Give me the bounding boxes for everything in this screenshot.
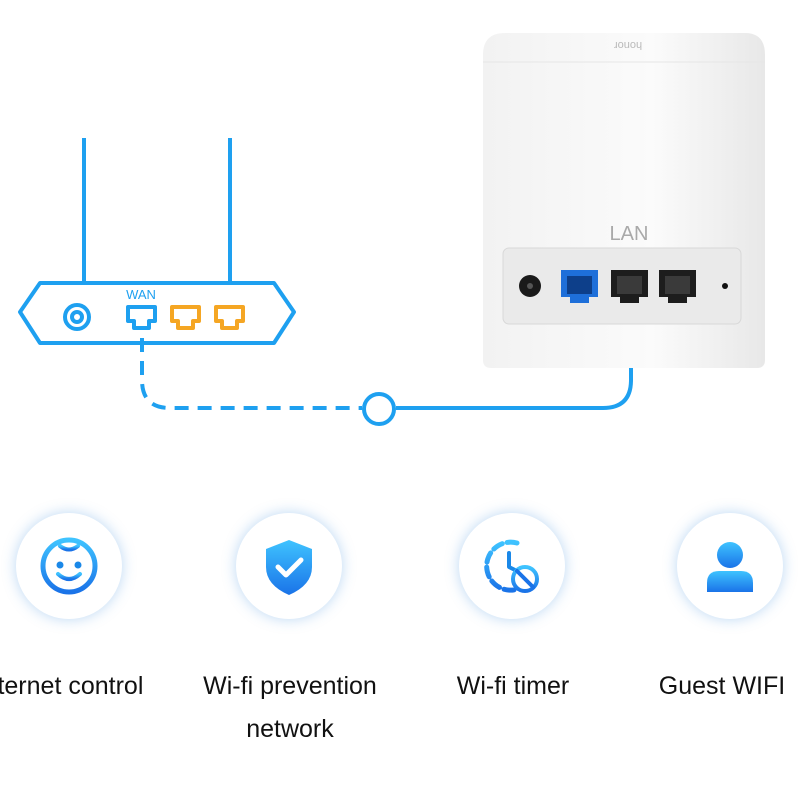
feature-icon-circle — [16, 513, 122, 619]
cable-dashed-segment — [140, 338, 362, 410]
reset-pinhole — [722, 283, 728, 289]
ethernet-cable — [140, 310, 633, 426]
router-wan-port — [126, 305, 157, 330]
timer-block-icon — [484, 539, 539, 593]
feature-label: Wi-fi timer — [456, 672, 570, 700]
router-illustration — [18, 138, 296, 345]
router-lan-port-2 — [214, 305, 245, 330]
feature-icon-circle — [677, 513, 783, 619]
cable-connector-ring — [362, 392, 396, 426]
cable-solid-segment — [396, 310, 633, 410]
feature-label: Guest WIFI — [658, 672, 786, 700]
shield-check-icon — [266, 540, 312, 595]
guest-user-icon — [707, 542, 753, 592]
lan-label: LAN — [610, 223, 649, 245]
smiley-face-icon — [40, 537, 98, 595]
router-power-port — [63, 303, 91, 331]
feature-icon-circle — [459, 513, 565, 619]
feature-list: Internet control Wi-fi prevention networ… — [0, 505, 800, 800]
mesh-device: honor LAN — [483, 33, 765, 368]
device-brand-mark: honor — [614, 39, 642, 51]
wan-label: WAN — [126, 287, 156, 302]
router-lan-ports — [170, 305, 245, 330]
router-body — [18, 281, 296, 345]
feature-label: Internet control — [0, 672, 144, 700]
feature-icon-circle — [236, 513, 342, 619]
feature-label: Wi-fi prevention network — [203, 672, 377, 743]
router-lan-port-1 — [170, 305, 201, 330]
